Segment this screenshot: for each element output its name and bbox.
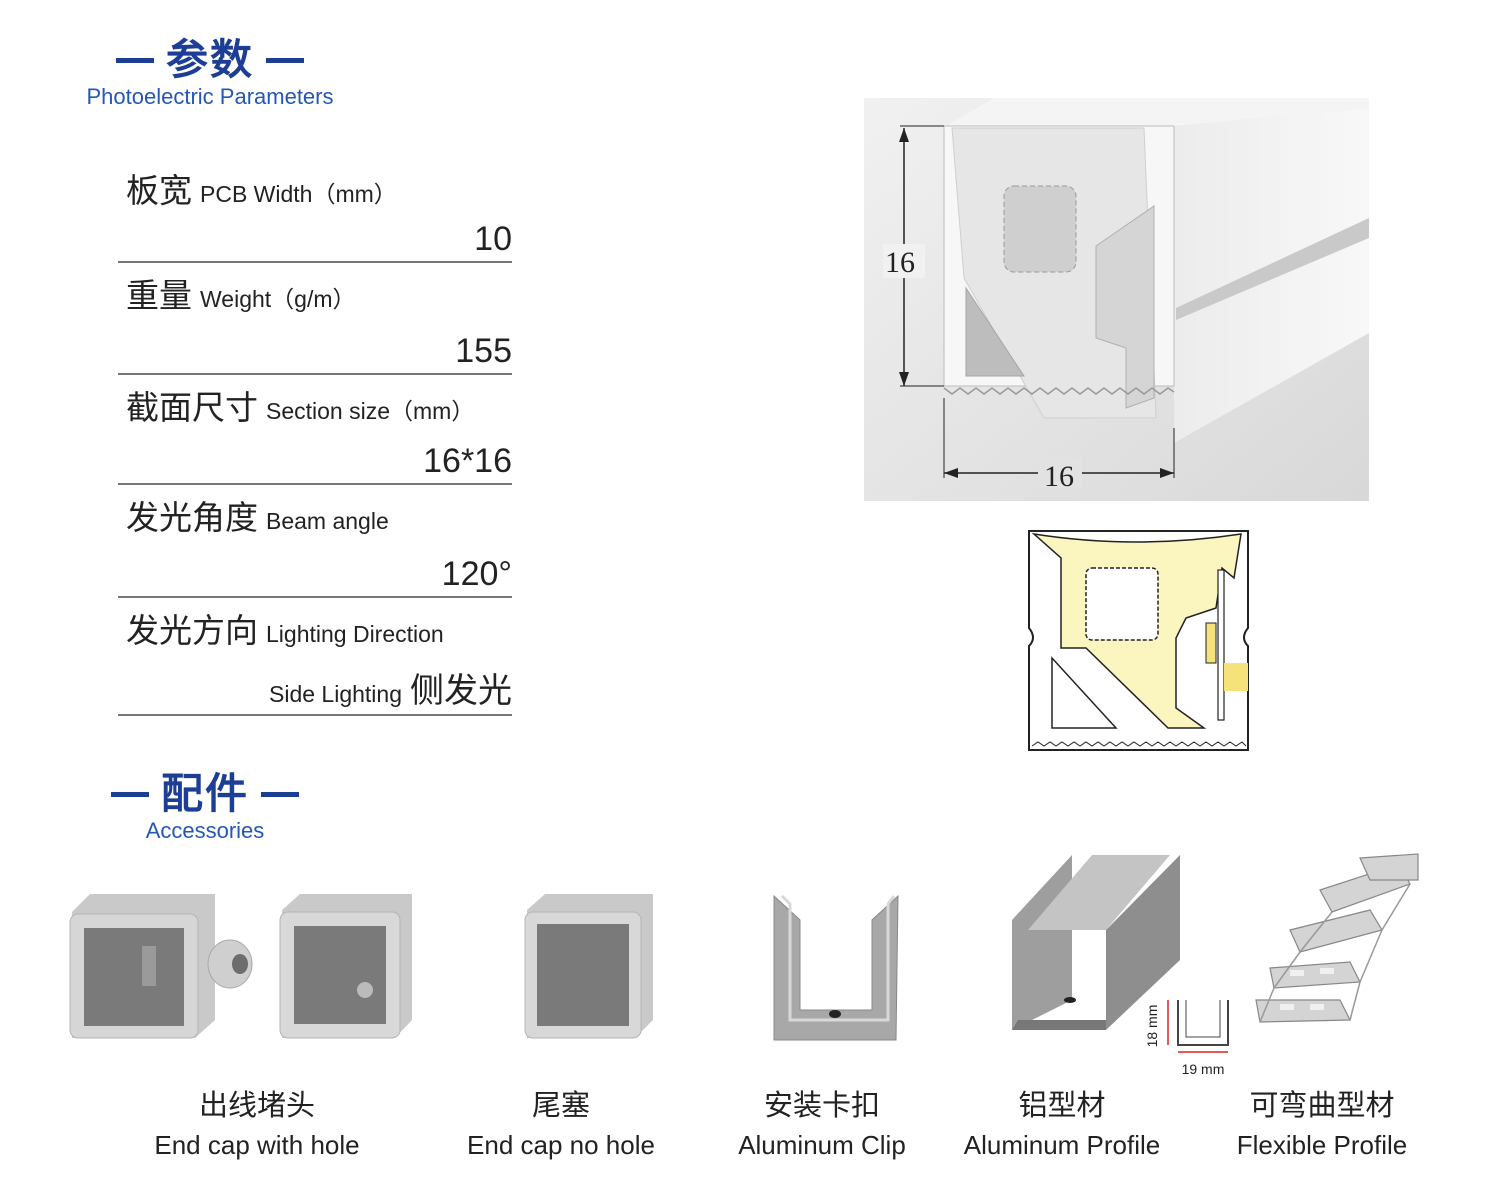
section-light-out	[1224, 663, 1248, 691]
accessory-name-cn: 出线堵头	[198, 1088, 315, 1122]
title-dash-right	[266, 57, 304, 63]
accessory-label-end-cap-with-hole: 出线堵头 End cap with hole	[117, 1085, 397, 1165]
param-value: 10	[474, 220, 512, 258]
section-triangle-hollow	[1051, 656, 1118, 729]
params-title-cn: 参数	[165, 35, 254, 84]
param-label-en: Lighting Direction	[266, 621, 444, 647]
accessory-name-cn: 安装卡扣	[763, 1088, 880, 1122]
accessory-label-aluminum-profile: 铝型材 Aluminum Profile	[922, 1085, 1202, 1165]
param-label-cn: 发光角度	[126, 498, 258, 537]
end-cap-side-hole	[279, 894, 412, 1039]
accessory-name-cn: 尾塞	[531, 1088, 590, 1122]
profile-triangle-hollow	[965, 286, 1025, 377]
param-value: Side Lighting 侧发光	[269, 663, 512, 712]
dim-height-label: 16	[885, 246, 915, 279]
cross-section-diagram	[1028, 530, 1249, 751]
param-value-en: Side Lighting	[269, 681, 402, 707]
param-row-pcb-width: 板宽 PCB Width（mm） 10	[118, 160, 512, 263]
param-label-en: PCB Width（mm）	[200, 181, 397, 207]
section-led-emitter	[1205, 622, 1217, 664]
led-chip-cutout	[1003, 185, 1077, 273]
accessory-label-flexible-profile: 可弯曲型材 Flexible Profile	[1182, 1085, 1462, 1165]
section-pcb-slot	[1217, 569, 1225, 721]
end-cap-no-hole-image	[524, 894, 653, 1039]
aluminum-clip-image	[773, 894, 899, 1041]
dim-width-label: 16	[1044, 460, 1074, 493]
end-cap-with-hole-image	[69, 894, 412, 1039]
param-label-en: Weight（g/m）	[200, 286, 356, 312]
title-dash-right	[261, 791, 299, 797]
param-label-en: Section size（mm）	[266, 398, 475, 424]
dim-arrow-top	[899, 128, 909, 142]
param-label-cn: 发光方向	[126, 611, 258, 650]
param-label-en: Beam angle	[266, 508, 389, 534]
param-row-section-size: 截面尺寸 Section size（mm） 16*16	[118, 375, 512, 485]
accessory-label-aluminum-clip: 安装卡扣 Aluminum Clip	[682, 1085, 962, 1165]
accessories-title-en: Accessories	[145, 818, 265, 843]
accessory-name-en: Aluminum Clip	[738, 1130, 906, 1160]
param-row-weight: 重量 Weight（g/m） 155	[118, 263, 512, 375]
params-title-en: Photoelectric Parameters	[86, 84, 334, 109]
pcb-slot	[1095, 205, 1155, 409]
param-label-cn: 重量	[126, 276, 192, 315]
serrated-bottom	[943, 387, 1175, 395]
accessory-name-cn: 铝型材	[1018, 1088, 1106, 1122]
aluminum-profile-image: 18 mm 19 mm	[1012, 855, 1229, 1077]
dim-arrow-right	[1160, 468, 1174, 478]
accessory-name-en: Flexible Profile	[1236, 1130, 1408, 1160]
dim-arrow-bottom	[899, 372, 909, 386]
profile-height-label: 18 mm	[1144, 1005, 1160, 1048]
accessory-name-cn: 可弯曲型材	[1249, 1088, 1395, 1122]
accessory-label-end-cap-no-hole: 尾塞 End cap no hole	[421, 1085, 701, 1165]
profile-side-groove	[1176, 218, 1369, 320]
end-cap-open	[69, 894, 253, 1039]
flexible-profile-image	[1255, 853, 1419, 1023]
param-row-lighting-direction: 发光方向 Lighting Direction Side Lighting 侧发光	[118, 598, 512, 716]
param-row-beam-angle: 发光角度 Beam angle 120°	[118, 485, 512, 598]
title-dash-left	[110, 791, 149, 797]
title-dash-left	[115, 57, 154, 63]
accessory-name-en: End cap no hole	[467, 1130, 655, 1160]
accessories-section-header: 配件 Accessories	[70, 770, 340, 844]
param-label-cn: 截面尺寸	[126, 388, 258, 427]
param-value: 120°	[441, 555, 512, 593]
param-label-cn: 板宽	[126, 171, 192, 210]
profile-top-face	[946, 98, 1369, 126]
accessories-title-cn: 配件	[160, 769, 249, 818]
section-serration	[1031, 741, 1247, 747]
accessory-name-en: Aluminum Profile	[963, 1130, 1161, 1160]
product-3d-render: 16 16	[864, 98, 1369, 501]
profile-width-label: 19 mm	[1182, 1061, 1225, 1077]
dim-arrow-left	[944, 468, 958, 478]
profile-dimension-sketch: 18 mm 19 mm	[1144, 1000, 1229, 1077]
section-led-chip	[1085, 567, 1159, 641]
accessory-name-en: End cap with hole	[154, 1130, 360, 1160]
param-value-cn: 侧发光	[410, 672, 512, 710]
param-value: 16*16	[423, 442, 512, 480]
params-section-header: 参数 Photoelectric Parameters	[70, 36, 350, 110]
param-value: 155	[455, 332, 512, 370]
